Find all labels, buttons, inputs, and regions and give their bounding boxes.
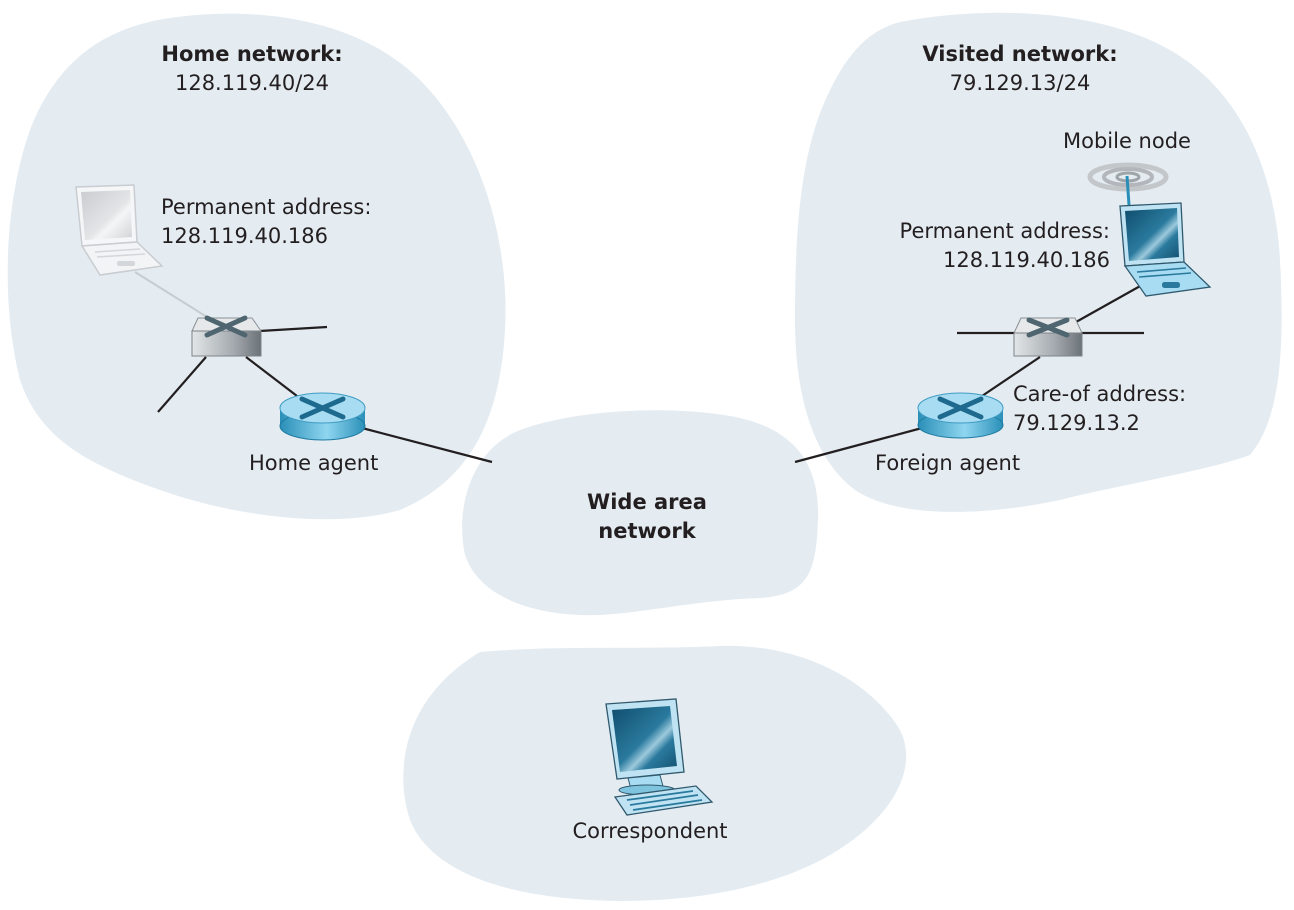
visited-network-cloud: [795, 12, 1282, 512]
home-network-cloud: [7, 13, 506, 520]
router-icon: [279, 392, 366, 441]
wan-label-line1: Wide area: [587, 490, 707, 514]
visited-network-prefix: 79.129.13/24: [949, 71, 1091, 95]
link-home-host-switch: [134, 271, 216, 323]
desktop-computer-icon: [605, 698, 714, 816]
home-network-title: Home network:: [161, 42, 343, 66]
home-host-permanent-address-label: Permanent address:: [161, 195, 372, 219]
home-host-permanent-address-value: 128.119.40.186: [161, 224, 328, 248]
correspondent-label: Correspondent: [572, 819, 728, 843]
mobile-node-label: Mobile node: [1063, 129, 1191, 153]
mobile-node-permanent-address-value: 128.119.40.186: [943, 248, 1110, 272]
link-home-agent-wan: [361, 426, 493, 464]
wireless-laptop-icon: [1087, 162, 1212, 297]
visited-network-title: Visited network:: [922, 42, 1118, 66]
laptop-ghost-icon: [75, 184, 164, 276]
link-foreign-agent-switch: [981, 356, 1041, 397]
home-network-prefix: 128.119.40/24: [174, 71, 330, 95]
link-visited-switch-mobile-node: [1075, 284, 1143, 323]
home-agent-label: Home agent: [249, 451, 379, 475]
link-home-switch-agent: [245, 356, 298, 397]
switch-icon: [1013, 317, 1083, 357]
foreign-agent-label: Foreign agent: [875, 451, 1021, 475]
link-home-switch-stub-left: [157, 356, 207, 413]
switch-icon: [191, 315, 262, 357]
link-wan-foreign-agent: [794, 426, 923, 464]
link-home-switch-stub-right: [259, 325, 328, 333]
care-of-address-value: 79.129.13.2: [1013, 411, 1140, 435]
care-of-address-label: Care-of address:: [1013, 382, 1187, 406]
wan-cloud: [462, 410, 819, 616]
mobile-node-permanent-address-label: Permanent address:: [899, 219, 1110, 243]
wan-label-line2: network: [598, 519, 696, 543]
router-icon: [917, 392, 1004, 439]
